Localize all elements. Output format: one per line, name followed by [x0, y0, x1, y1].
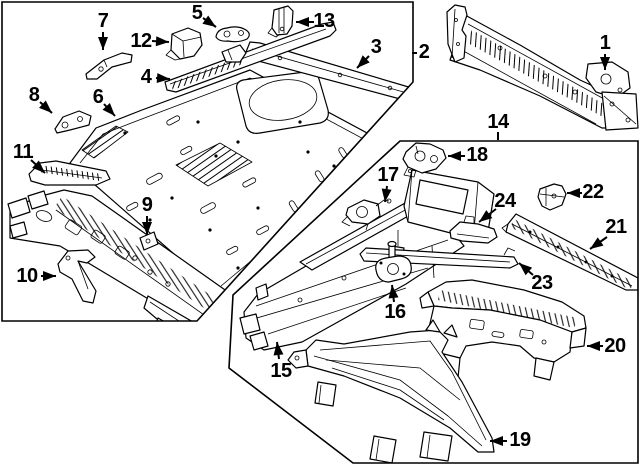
callout-6: 6 [92, 86, 104, 108]
callout-20: 20 [604, 335, 626, 357]
part-21-rocker-rail [501, 213, 638, 291]
part-1-rear-body-panel [446, 4, 639, 131]
callout-4: 4 [140, 66, 152, 88]
part-5-bracket [215, 26, 250, 43]
callout-1: 1 [599, 32, 611, 54]
callout-22: 22 [582, 181, 604, 203]
callout-11-arrowhead [32, 160, 45, 173]
part-4-rear-floor-sill [164, 21, 337, 93]
callout-12: 12 [130, 30, 152, 52]
callout-8: 8 [28, 84, 40, 106]
callout-17-arrowhead [381, 188, 392, 202]
callout-13-arrowhead [296, 17, 309, 27]
callout-15: 15 [270, 360, 292, 382]
callout-22-arrowhead [567, 188, 580, 198]
callout-19: 19 [509, 429, 531, 451]
callout-2: 2 [418, 41, 430, 63]
callout-24: 24 [494, 190, 516, 212]
part-16-mount [375, 240, 412, 283]
part-8-support-bracket [54, 110, 92, 134]
callout-12-arrowhead [155, 36, 169, 47]
group-box-2 [1, 1, 414, 322]
callout-16-arrowhead [388, 285, 399, 299]
part-18-bracket [402, 142, 447, 178]
part-17-bracket [341, 198, 392, 231]
part-11-reinforcement [28, 160, 111, 186]
callout-23-arrowhead [519, 263, 533, 276]
part-3-floor-side-extension [245, 41, 413, 101]
part-7-bracket [85, 52, 133, 80]
part-22-bracket [537, 183, 567, 211]
part-10-support-bracket [57, 249, 97, 304]
callout-19-arrowhead [490, 436, 503, 446]
part-12-mount-bracket [165, 27, 203, 61]
callout-3: 3 [370, 36, 382, 58]
callout-4-arrowhead [156, 73, 170, 84]
callout-5-arrowhead [202, 15, 216, 27]
part-20-crossmember [419, 279, 587, 381]
callout-21: 21 [605, 216, 627, 238]
callout-10: 10 [16, 265, 38, 287]
callout-10-arrowhead [43, 271, 56, 281]
callout-15-arrowhead [273, 342, 284, 356]
callout-7: 7 [97, 10, 109, 32]
callout-23: 23 [531, 272, 553, 294]
callout-5: 5 [191, 2, 203, 24]
callout-8-arrowhead [39, 100, 52, 113]
callout-9: 9 [141, 194, 153, 216]
callout-20-arrowhead [587, 341, 600, 351]
part-24-bracket [449, 215, 498, 244]
callout-17: 17 [377, 164, 399, 186]
part-9-rear-side-member [7, 189, 235, 321]
callout-24-arrowhead [479, 210, 493, 222]
group-box-14 [228, 140, 639, 464]
callout-18-arrowhead [448, 151, 461, 161]
callout-16: 16 [384, 301, 406, 323]
callout-3-arrowhead [357, 55, 370, 68]
callout-6-arrowhead [102, 103, 115, 116]
callout-21-arrowhead [590, 237, 604, 249]
callout-14: 14 [487, 111, 509, 133]
part-19-rear-crossmember [287, 319, 495, 463]
callout-7-arrowhead [98, 37, 108, 50]
callout-1-arrowhead [600, 57, 610, 70]
callout-9-arrowhead [142, 222, 152, 235]
callout-11: 11 [12, 141, 34, 163]
part-13-bracket [267, 5, 294, 38]
callout-13: 13 [313, 10, 335, 32]
part-15-side-member-assembly [239, 169, 495, 351]
callout-18: 18 [466, 144, 488, 166]
